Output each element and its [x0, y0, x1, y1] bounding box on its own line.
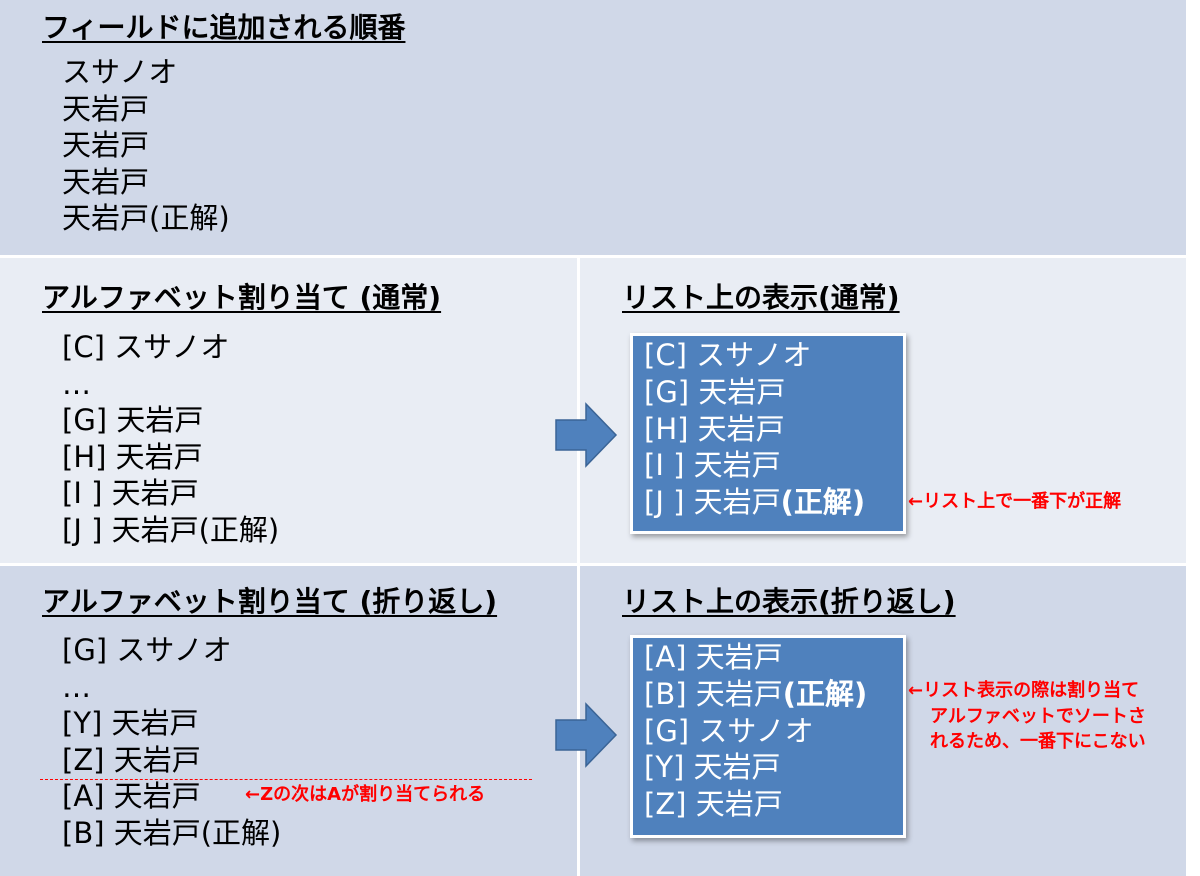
right-arrow-icon	[555, 402, 618, 468]
list-item: …	[62, 366, 91, 401]
list-item: [I ] 天岩戸	[62, 476, 199, 510]
note-line: ←リスト表示の際は割り当て	[908, 680, 1140, 701]
list-item: 天岩戸	[62, 164, 150, 199]
normal-assign-panel	[0, 258, 577, 563]
list-item: [B] 天岩戸(正解)	[62, 815, 282, 850]
normal-assign-title: アルファベット割り当て (通常)	[42, 281, 442, 314]
wrap-list-title: リスト上の表示(折り返し)	[622, 585, 956, 618]
list-item-text: [I ] 天岩戸	[644, 448, 781, 483]
field-order-list: スサノオ 天岩戸 天岩戸 天岩戸 天岩戸(正解)	[62, 54, 230, 237]
list-item-text: [H] 天岩戸	[644, 411, 785, 446]
list-item: [G] 天岩戸	[644, 374, 903, 411]
list-item-text: [B] 天岩戸	[644, 676, 783, 711]
field-order-title: フィールドに追加される順番	[42, 11, 406, 44]
list-item: [G] スサノオ	[62, 633, 232, 667]
list-item: [Y] 天岩戸	[62, 706, 199, 740]
list-item: 天岩戸	[62, 128, 150, 162]
normal-assign-list: [C] スサノオ … [G] 天岩戸 [H] 天岩戸 [I ] 天岩戸 [J ]…	[62, 329, 279, 548]
list-item-text: [C] スサノオ	[644, 338, 812, 372]
list-item: [H] 天岩戸	[644, 411, 903, 448]
correct-label: (正解)	[780, 485, 866, 520]
list-item-text: [A] 天岩戸	[644, 640, 783, 674]
top-panel	[0, 0, 1186, 255]
wrap-assign-list: [G] スサノオ … [Y] 天岩戸 [Z] 天岩戸 [A] 天岩戸 [B] 天…	[62, 632, 281, 851]
list-item-text: [Y] 天岩戸	[644, 750, 781, 785]
wrap-divider-line	[40, 779, 532, 780]
correct-label: (正解)	[782, 676, 868, 711]
list-item-text: [J ] 天岩戸	[644, 485, 781, 520]
list-item: [G] 天岩戸	[62, 403, 204, 437]
list-item: 天岩戸	[62, 91, 150, 126]
list-item: [B] 天岩戸(正解)	[644, 676, 903, 713]
list-item: [I ] 天岩戸	[644, 447, 903, 484]
normal-note: ←リスト上で一番下が正解	[908, 491, 1122, 512]
list-item: 天岩戸(正解)	[62, 201, 230, 235]
right-arrow-icon	[555, 702, 618, 768]
list-item-text: [G] スサノオ	[644, 713, 814, 748]
list-item: [Y] 天岩戸	[644, 749, 903, 786]
note-line: れるため、一番下にこない	[930, 731, 1146, 752]
list-item: [C] スサノオ	[644, 337, 903, 374]
list-item: [C] スサノオ	[62, 330, 230, 364]
list-item: [Z] 天岩戸	[62, 742, 201, 777]
list-item: [J ] 天岩戸(正解)	[644, 484, 903, 521]
list-item: [H] 天岩戸	[62, 439, 203, 474]
wrap-list-box: [A] 天岩戸 [B] 天岩戸(正解) [G] スサノオ [Y] 天岩戸 [Z]…	[630, 635, 906, 838]
list-item: [Z] 天岩戸	[644, 786, 903, 823]
list-item: [A] 天岩戸	[62, 779, 201, 813]
normal-list-box: [C] スサノオ [G] 天岩戸 [H] 天岩戸 [I ] 天岩戸 [J ] 天…	[630, 333, 906, 534]
note-line: アルファベットでソートさ	[930, 705, 1146, 727]
list-item: …	[62, 669, 91, 704]
wrap-assign-title: アルファベット割り当て (折り返し)	[42, 585, 498, 618]
list-item-text: [G] 天岩戸	[644, 374, 786, 409]
wrap-around-note: ←Zの次はAが割り当てられる	[245, 784, 486, 805]
list-item: [G] スサノオ	[644, 713, 903, 750]
normal-list-title: リスト上の表示(通常)	[622, 281, 900, 314]
wrap-list-note: ←リスト表示の際は割り当て アルファベットでソートさ れるため、一番下にこない	[908, 678, 1146, 755]
list-item: [J ] 天岩戸(正解)	[62, 512, 280, 547]
list-item: スサノオ	[62, 55, 178, 89]
list-item-text: [Z] 天岩戸	[644, 787, 783, 822]
wrap-assign-panel	[0, 566, 577, 876]
list-item: [A] 天岩戸	[644, 639, 903, 676]
